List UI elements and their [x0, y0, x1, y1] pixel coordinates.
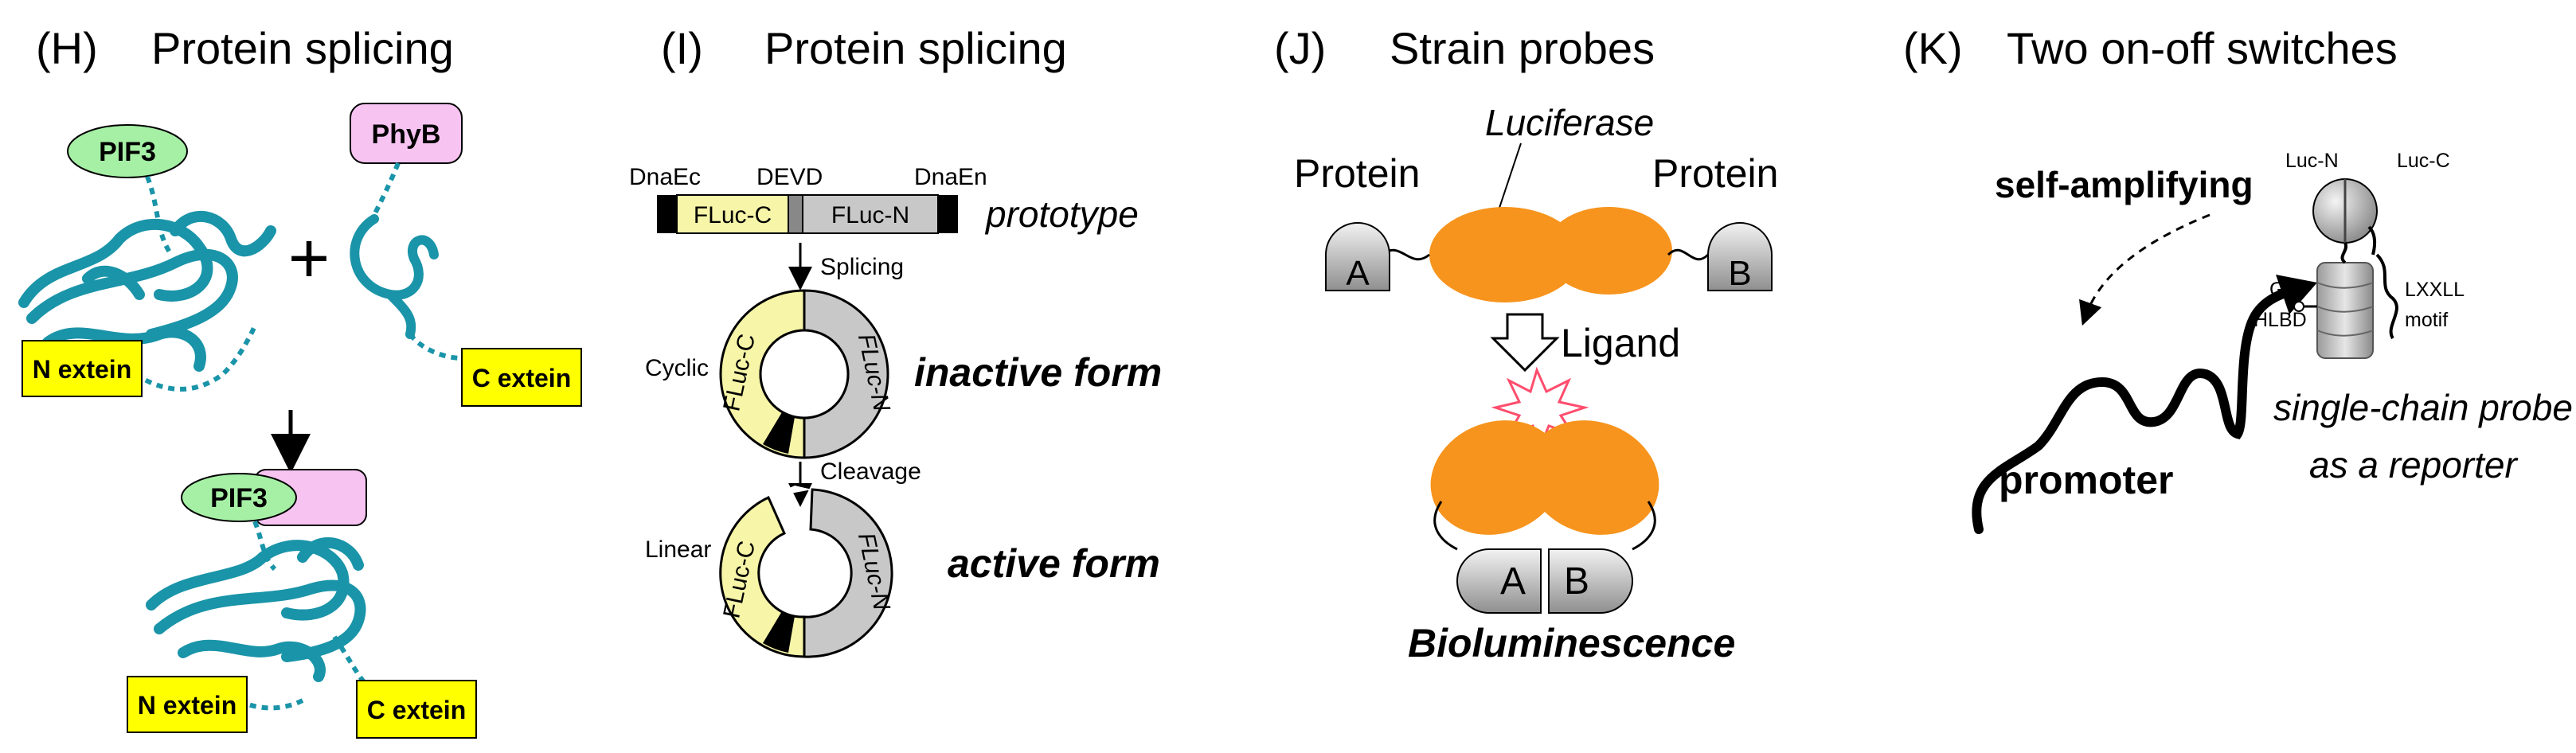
- ligand-arrow: [1490, 313, 1560, 373]
- prototype-bar: FLuc-C FLuc-N: [657, 194, 958, 234]
- linear-label: Linear: [645, 536, 711, 563]
- panel-h: (H) Protein splicing PIF3 N extein + Phy…: [18, 23, 582, 739]
- linker-c-extein-top: [408, 333, 463, 361]
- a-bottom-text: A: [1500, 560, 1526, 603]
- bar-fluc-c-text: FLuc-C: [694, 202, 772, 228]
- panel-h-title: Protein splicing: [151, 23, 454, 73]
- dna-arrow-head: [2276, 275, 2317, 314]
- panel-h-label: (H): [36, 23, 98, 73]
- panel-k-title: Two on-off switches: [2007, 23, 2398, 73]
- phyb-text: PhyB: [372, 119, 441, 150]
- pif3-top: PIF3: [67, 124, 188, 178]
- protein-spliced-bottom: [146, 537, 366, 682]
- protein-c-fragment-top: [350, 214, 439, 339]
- protein-a-top: A: [1325, 222, 1390, 293]
- c-extein-bottom-text: C extein: [367, 696, 466, 724]
- linker-j-right: [1667, 248, 1710, 261]
- luciferase-top: [1429, 207, 1672, 302]
- panel-k-label: (K): [1903, 23, 1963, 73]
- phyb-top: PhyB: [350, 103, 463, 164]
- panel-j-title: Strain probes: [1390, 23, 1655, 73]
- linker-j-bottom-left: [1433, 501, 1458, 551]
- dna-strand: [1972, 286, 2298, 534]
- panel-i-label: (I): [661, 23, 703, 73]
- ligand-label: Ligand: [1561, 321, 1680, 365]
- luciferase-pointer: [1496, 142, 1522, 216]
- linker-j-bottom-right: [1632, 501, 1656, 551]
- panel-j-label: (J): [1274, 23, 1326, 73]
- luc-c-label: Luc-C: [2397, 150, 2450, 172]
- pif3-top-text: PIF3: [99, 137, 156, 167]
- active-form-label: active form: [948, 541, 1160, 586]
- n-extein-bottom-text: N extein: [138, 691, 236, 720]
- probe-caption-line1: single-chain probe: [2273, 387, 2573, 428]
- linker-bottom: [252, 520, 277, 572]
- pif3-bottom: PIF3: [181, 473, 297, 522]
- devd-label: DEVD: [756, 164, 823, 190]
- protein-left-label: Protein: [1294, 151, 1420, 196]
- protein-a-bottom: A: [1456, 548, 1542, 614]
- dnaen-label: DnaEn: [914, 164, 987, 190]
- luc-n-label: Luc-N: [2285, 150, 2339, 172]
- motif-label: motif: [2405, 309, 2448, 331]
- bar-fluc-n-text: FLuc-N: [831, 202, 909, 228]
- panel-j: (J) Strain probes Luciferase Protein Pro…: [1274, 23, 1778, 665]
- single-chain-probe: [2293, 178, 2398, 359]
- linker-top-left: [145, 175, 174, 256]
- c-extein-top-text: C extein: [472, 364, 571, 392]
- plus-sign: +: [288, 219, 330, 298]
- feedback-arrow: [2079, 213, 2211, 326]
- c-extein-bottom-box: [356, 680, 477, 739]
- n-extein-top-box: [21, 340, 143, 397]
- protein-n-fragment-top: [18, 211, 276, 372]
- b-top-text: B: [1728, 254, 1751, 293]
- inactive-form-label: inactive form: [914, 350, 1162, 395]
- c-extein-top-box: [461, 348, 582, 407]
- n-extein-top-text: N extein: [33, 355, 131, 384]
- bioluminescence-label: Bioluminescence: [1408, 621, 1735, 665]
- linker-n-extein-bottom: [237, 698, 304, 711]
- panel-i: (I) Protein splicing DnaEc DEVD DnaEn FL…: [629, 23, 1162, 658]
- pif3-bottom-text: PIF3: [210, 483, 268, 513]
- luciferase-label: Luciferase: [1485, 102, 1654, 143]
- protein-b-bottom: B: [1548, 548, 1633, 614]
- hlbd-label: HLBD: [2254, 309, 2307, 331]
- lxxll-label: LXXLL: [2405, 279, 2465, 301]
- protein-right-label: Protein: [1652, 151, 1778, 196]
- promoter-label: promoter: [1999, 458, 2173, 502]
- dnaec-label: DnaEc: [629, 164, 701, 190]
- panel-i-title: Protein splicing: [764, 23, 1067, 73]
- protein-b-top: B: [1707, 222, 1773, 293]
- n-extein-bottom-box: [127, 676, 248, 733]
- prototype-label: prototype: [984, 193, 1139, 235]
- cyclic-ring: FLuc-C FLuc-N: [718, 289, 895, 459]
- linker-n-extein-top: [134, 325, 257, 392]
- linear-ring: FLuc-C FLuc-N: [718, 486, 895, 658]
- gr-label: GR: [2269, 279, 2300, 301]
- b-bottom-text: B: [1564, 560, 1589, 603]
- a-top-text: A: [1346, 254, 1370, 293]
- luciferase-bottom: [1430, 420, 1659, 535]
- linker-top-right: [372, 162, 401, 217]
- cleavage-label: Cleavage: [820, 458, 921, 485]
- self-amplifying-label: self-amplifying: [1995, 164, 2254, 205]
- cyclic-label: Cyclic: [645, 355, 709, 381]
- splicing-label: Splicing: [820, 254, 904, 280]
- probe-caption-line2: as a reporter: [2309, 444, 2518, 486]
- panel-k: (K) Two on-off switches self-amplifying …: [1903, 23, 2573, 534]
